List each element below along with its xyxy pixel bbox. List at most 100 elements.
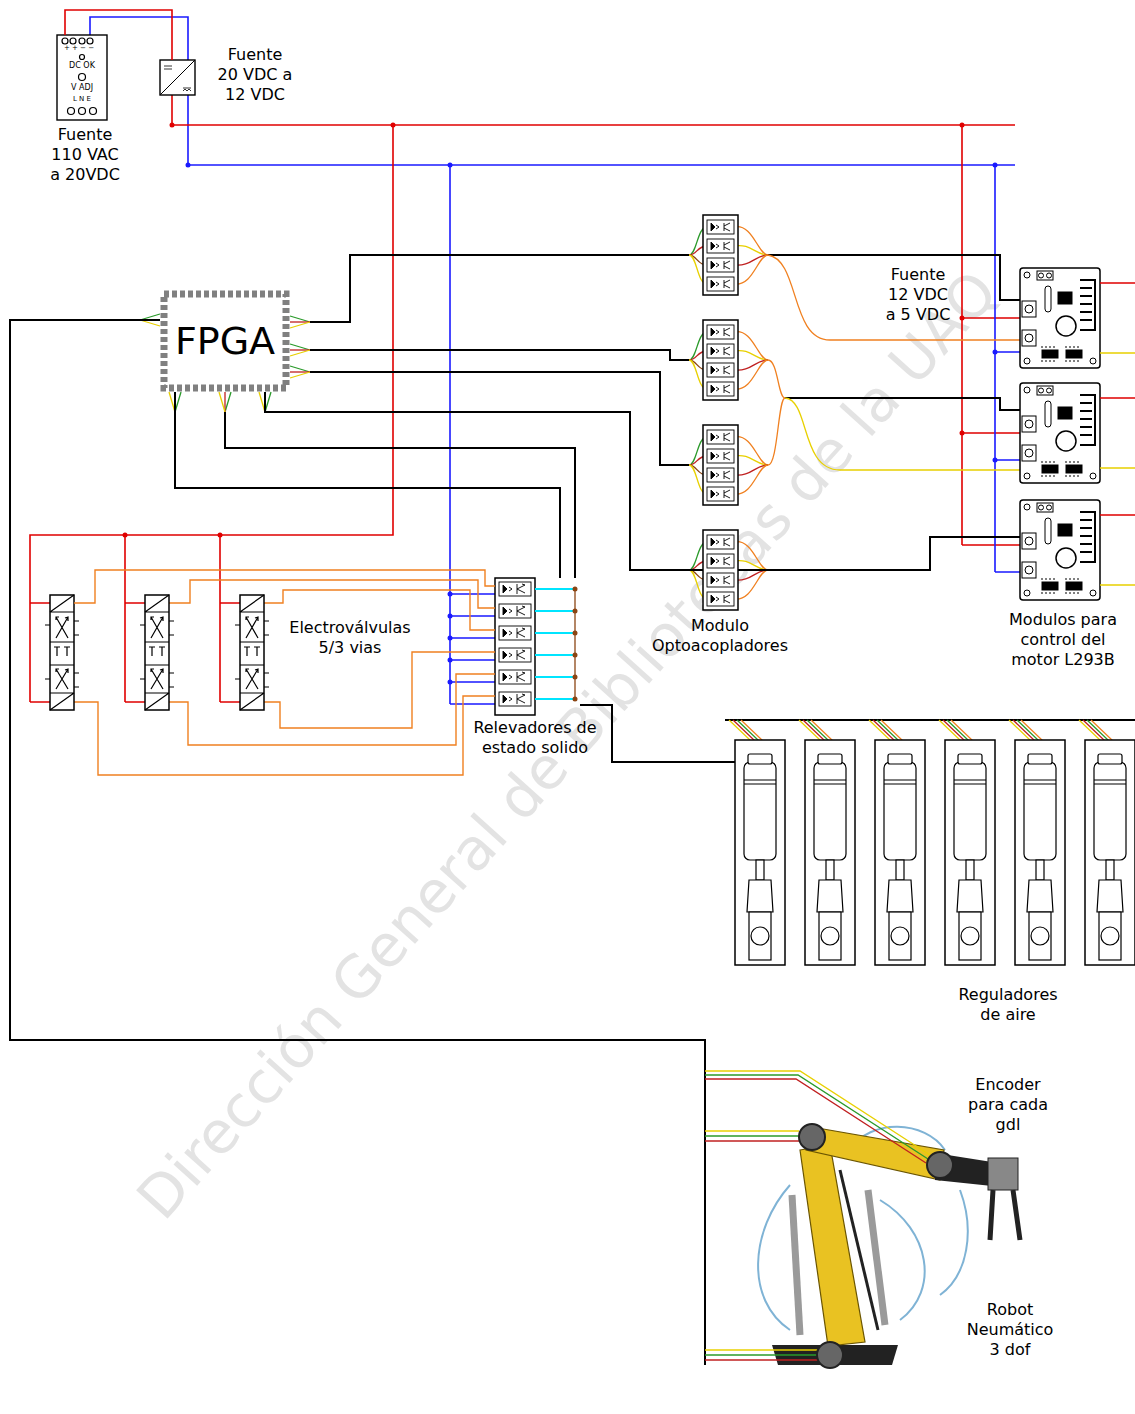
connector-wire [10,320,705,1062]
fpga-pin-fans [290,316,310,328]
signal-cables [725,719,1135,721]
text-slot: Fuente 20 VDC a 12 VDC [216,45,294,105]
encoder-wires [705,1135,799,1136]
signal-cables [310,255,689,322]
junction-dots [391,123,396,128]
signal-cables [785,398,1020,410]
signal-cables [225,412,575,578]
optocoupler-modules [689,215,768,610]
signal-cables [310,350,689,360]
dc-dc-converter [164,66,191,91]
encoder-wires [705,1359,818,1360]
encoder-wires [705,1130,799,1131]
supply-label: Fuente 12 VDC a 5 VDC [882,265,954,325]
robot-arm [792,1195,800,1335]
encoder-wires [705,1140,799,1141]
text-slot: V ADJ [59,83,105,93]
junction-dots [448,680,453,685]
junction-dots [960,316,965,321]
power-supply-110vac [90,108,97,115]
power-supply-110vac [87,38,93,44]
signal-cables [704,1062,706,1365]
text-slot: DC OK [59,61,105,71]
connection-area [1020,500,1100,600]
power-supply-110vac [68,108,75,115]
solid-state-relays [499,670,531,684]
driver-signal-wires [768,255,1020,470]
solenoid-valves [45,595,269,710]
optocoupler-modules [703,215,738,295]
encoder-wires [705,1349,818,1350]
text-slot: Encoder para cada gdl [961,1075,1056,1135]
status-led-label: DC OK [59,61,105,71]
connection-area [735,720,1135,970]
robot-arm [988,1158,1018,1190]
robot-arm [758,1185,790,1330]
dc-dc-converter [160,60,195,95]
power-supply-110vac [57,35,107,120]
power-wiring [172,124,1015,126]
text-slot: Robot Neumático 3 dof [964,1300,1056,1360]
relay-block: Relevadores de estado solido [467,575,603,765]
power-wiring [449,165,451,704]
motor-driver-modules [1020,383,1100,483]
power-supply-110vac [62,38,68,44]
solid-state-relays [573,631,578,636]
robot-arm [800,1145,865,1346]
robot-arm [940,1190,968,1295]
encoders [927,1152,953,1178]
driver-signal-wires [785,398,1020,470]
solid-state-relays [499,582,531,596]
optocoupler-modules [703,425,738,505]
text-slot: FPGA [169,319,281,363]
power-wiring [188,164,1015,166]
air-regulators [729,720,1135,965]
encoder-wires [705,1075,928,1159]
power-supply-110vac [79,74,86,81]
solenoid-valves [45,595,79,710]
signal-cables [310,372,689,465]
power-wiring [962,125,1020,545]
power-wiring [125,535,220,702]
connector-wire [580,705,735,762]
valve-wires [74,696,495,775]
driver-signal-wires [768,360,785,398]
encoder-label: Encoder para cada gdl [961,1075,1056,1135]
power-supply-110vac [79,108,86,115]
valve-wires [264,652,495,728]
encoder-wires [705,1071,930,1155]
solid-state-relays [573,587,578,592]
junction-dots [186,163,191,168]
connector-wire [65,10,172,60]
dc-dc-converter [160,60,195,95]
solenoid-valves [140,595,174,710]
motor-driver-modules [1020,268,1135,600]
valve-wires [74,580,495,775]
air-regulators [735,740,785,965]
valve-wires [169,580,495,608]
encoders [799,1124,825,1150]
power-supply-110vac [79,38,85,44]
connector-wire [175,392,560,578]
robot-arm [880,1200,925,1320]
junction-dots [170,123,175,128]
converter-label: Fuente 20 VDC a 12 VDC [216,45,294,105]
encoder-wires [705,1079,926,1163]
power-supply-110vac [70,38,76,44]
motor-driver-modules [1020,268,1100,368]
text-slot: Fuente 12 VDC a 5 VDC [882,265,954,325]
motor-driver-modules [1020,500,1100,600]
junction-dots [448,658,453,663]
optocoupler-modules [734,227,768,285]
connection-area [703,530,738,610]
junction-dots [993,350,998,355]
solenoid-valves [235,595,269,710]
optocoupler-group: Modulo Optoacopladores [645,528,795,663]
junction-dots [960,123,965,128]
solid-state-relays [499,626,531,640]
fpga-chip: FPGA [160,290,290,392]
encoders [817,1342,843,1368]
